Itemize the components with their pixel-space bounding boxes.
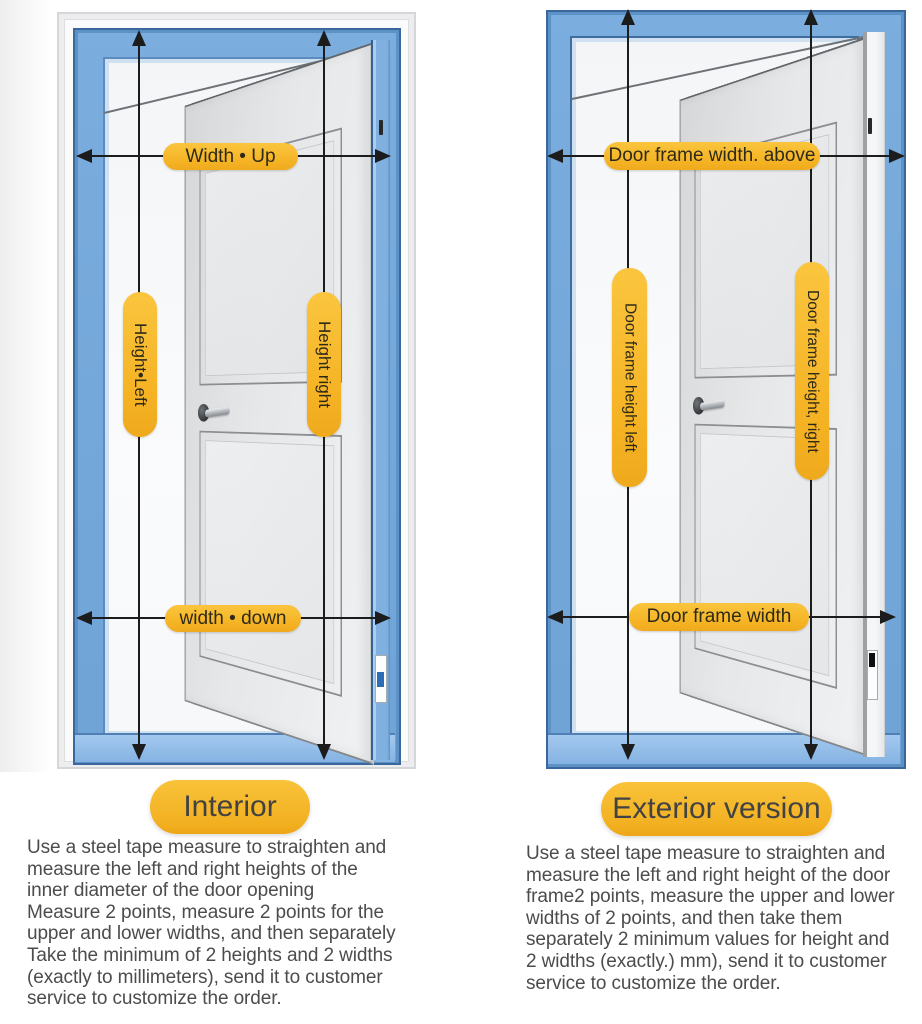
latch-plate-icon [869,653,875,667]
hinge-icon [379,120,383,135]
interior-caption-button: Interior [150,780,310,834]
latch-icon [375,655,387,703]
door-jamb-strip [863,32,885,757]
latch-icon [867,650,878,700]
exterior-diagram: Door frame width. above Door frame width… [461,0,922,1024]
frame-height-right-label: Door frame height, right [795,262,829,480]
frame-width-above-label: Door frame width. above [604,142,820,170]
width-down-label: width • down [165,605,301,632]
door-sill [75,733,395,762]
frame-width-label: Door frame width [629,603,809,631]
door-jamb-strip [371,40,390,760]
interior-instructions: Use a steel tape measure to straighten a… [27,837,396,1010]
height-right-label: Height right [307,292,341,437]
latch-plate-icon [377,672,384,687]
door-sill [548,733,900,764]
height-left-label: Height•Left [123,292,157,437]
exterior-caption-button: Exterior version [601,782,832,836]
interior-diagram: Width • Up width • down Height•Left Heig… [0,0,461,1024]
exterior-instructions: Use a steel tape measure to straighten a… [526,843,895,994]
wall-shadow [0,0,58,772]
hinge-icon [868,118,872,134]
width-up-label: Width • Up [163,143,298,170]
frame-height-left-label: Door frame height left [612,268,647,487]
